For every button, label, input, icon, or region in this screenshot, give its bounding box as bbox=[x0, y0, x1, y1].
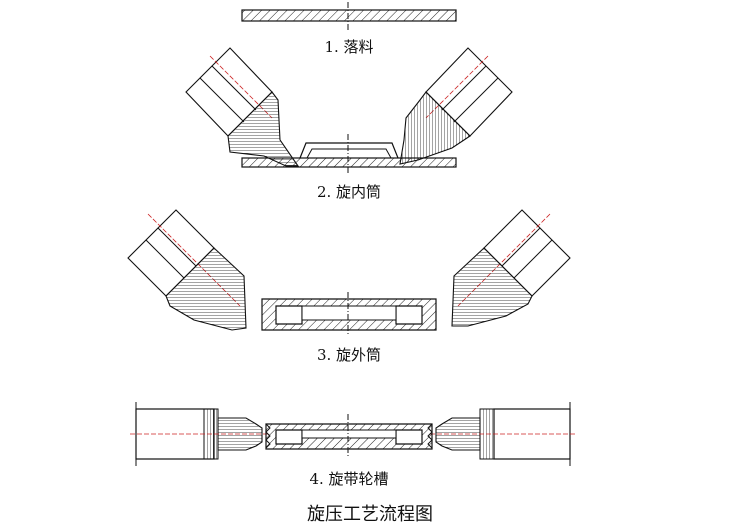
step-2-left-roller bbox=[185, 47, 300, 167]
step-2-workpiece bbox=[241, 134, 457, 174]
step-4-left-tool bbox=[130, 402, 270, 466]
step-4-right-tool bbox=[430, 402, 576, 466]
step-3-workpiece bbox=[261, 292, 437, 336]
step-3-left-roller bbox=[127, 209, 247, 331]
step-1-label: 1. 落料 bbox=[324, 38, 374, 56]
step-1-blank-plate bbox=[241, 2, 457, 30]
step-3-right-roller bbox=[451, 209, 571, 327]
step-2-right-roller bbox=[399, 47, 513, 165]
step-3-label: 3. 旋外筒 bbox=[316, 346, 382, 364]
step-4-label: 4. 旋带轮槽 bbox=[309, 470, 389, 488]
diagram-title: 旋压工艺流程图 bbox=[307, 504, 433, 525]
step-4-workpiece bbox=[265, 414, 433, 458]
step-2-label: 2. 旋内筒 bbox=[316, 183, 382, 201]
